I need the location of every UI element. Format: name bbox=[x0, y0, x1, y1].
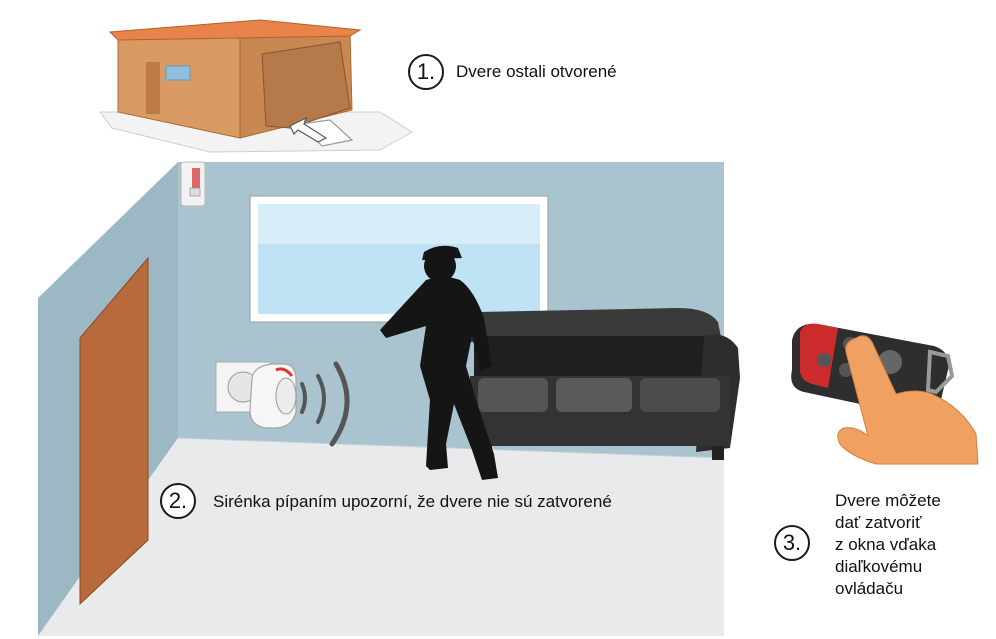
door-icon bbox=[79, 256, 149, 606]
step-1-text: Dvere ostali otvorené bbox=[456, 62, 617, 81]
step-1-number: 1. bbox=[408, 54, 444, 90]
siren-icon bbox=[249, 363, 297, 429]
step-3-line-2: dať zatvoriť bbox=[835, 513, 922, 532]
step-3-number: 3. bbox=[774, 525, 810, 561]
step-3-line-1: Dvere môžete bbox=[835, 491, 941, 510]
step-3-line-3: z okna vďaka bbox=[835, 535, 937, 554]
step-3-text: Dvere môžete dať zatvoriť z okna vďaka d… bbox=[835, 490, 941, 600]
step-3-line-5: ovládaču bbox=[835, 579, 904, 598]
pir-sensor-icon bbox=[180, 161, 206, 207]
step-3-line-4: diaľkovému bbox=[835, 557, 923, 576]
hand-icon bbox=[837, 335, 979, 465]
step-2-number: 2. bbox=[160, 483, 196, 519]
garage-icon bbox=[99, 19, 413, 153]
sofa-icon bbox=[462, 308, 740, 460]
floor bbox=[38, 438, 724, 636]
step-2-text: Sirénka pípaním upozorní, že dvere nie s… bbox=[213, 492, 612, 511]
sound-waves-icon bbox=[300, 361, 350, 447]
window-icon bbox=[249, 195, 549, 323]
person-silhouette-icon bbox=[380, 245, 498, 480]
